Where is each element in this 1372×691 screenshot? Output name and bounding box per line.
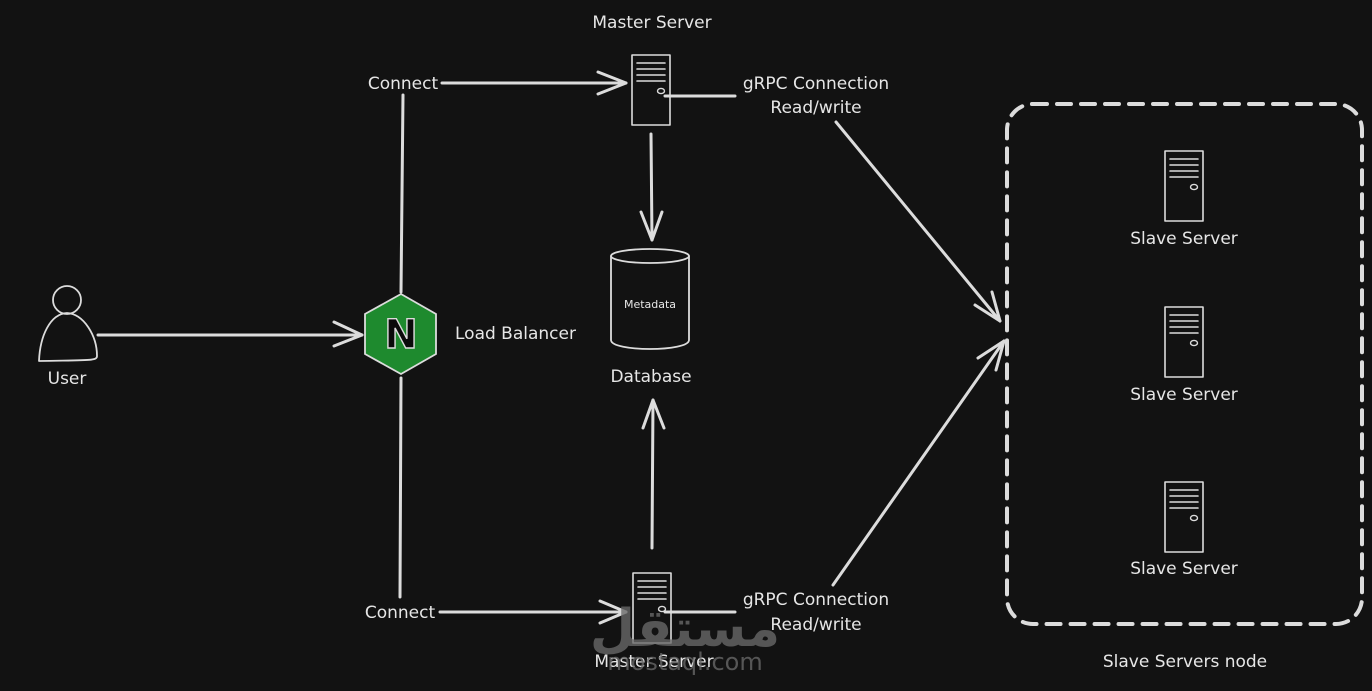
edge-grpc-top-to-slaves: [834, 120, 1002, 323]
slave-group-label: Slave Servers node: [1103, 652, 1267, 672]
slave-server-label: Slave Server: [1130, 385, 1238, 405]
grpc-bottom-label-line1: gRPC Connection: [743, 590, 889, 610]
slave-servers-group[interactable]: Slave Server Slave Server Slave Server S…: [1005, 102, 1364, 672]
server-icon: [1164, 306, 1204, 378]
nginx-glyph: N: [384, 312, 417, 358]
user-label: User: [48, 369, 87, 389]
edge-master-bottom-to-database: [641, 398, 666, 550]
database-inner-label: Metadata: [624, 298, 676, 311]
edge-lb-up: [399, 93, 405, 294]
load-balancer-node[interactable]: N Load Balancer: [364, 292, 576, 376]
nginx-icon: N: [364, 292, 437, 376]
connect-top-label: Connect: [368, 74, 439, 94]
slave-server-2[interactable]: Slave Server: [1130, 306, 1238, 405]
grpc-bottom-label-line2: Read/write: [770, 615, 861, 635]
server-icon: [1164, 481, 1204, 553]
slave-server-1[interactable]: Slave Server: [1130, 150, 1238, 249]
edge-master-to-database: [639, 132, 664, 242]
slave-group-boundary: [1005, 102, 1364, 626]
database-node[interactable]: Metadata Database: [610, 248, 692, 387]
slave-server-label: Slave Server: [1130, 229, 1238, 249]
edge-lb-down: [398, 376, 403, 599]
server-icon: [1164, 150, 1204, 222]
watermark: مستقل mostaql.com: [590, 599, 780, 676]
edge-user-to-load-balancer: [96, 320, 364, 348]
grpc-top-label-line2: Read/write: [770, 98, 861, 118]
master-server-bottom-label: Master Server: [594, 652, 713, 672]
watermark-arabic: مستقل: [590, 599, 780, 659]
edge-connect-bottom: [438, 599, 628, 625]
server-icon: [631, 54, 671, 126]
watermark-latin: mostaql.com: [607, 648, 762, 676]
user-icon: [38, 285, 98, 362]
user-node[interactable]: User: [38, 285, 98, 389]
master-server-bottom-node[interactable]: Master Server: [594, 572, 714, 672]
grpc-top-label-line1: gRPC Connection: [743, 74, 889, 94]
database-icon: Metadata: [610, 248, 690, 350]
connect-bottom-label: Connect: [365, 603, 436, 623]
slave-server-3[interactable]: Slave Server: [1130, 481, 1238, 579]
load-balancer-label: Load Balancer: [455, 324, 576, 344]
master-server-top-node[interactable]: Master Server: [592, 13, 712, 126]
database-label: Database: [610, 367, 691, 387]
edge-connect-top: [440, 70, 628, 96]
master-server-top-label: Master Server: [592, 13, 711, 33]
slave-server-label: Slave Server: [1130, 559, 1238, 579]
edge-grpc-bottom-to-slaves: [831, 339, 1006, 587]
